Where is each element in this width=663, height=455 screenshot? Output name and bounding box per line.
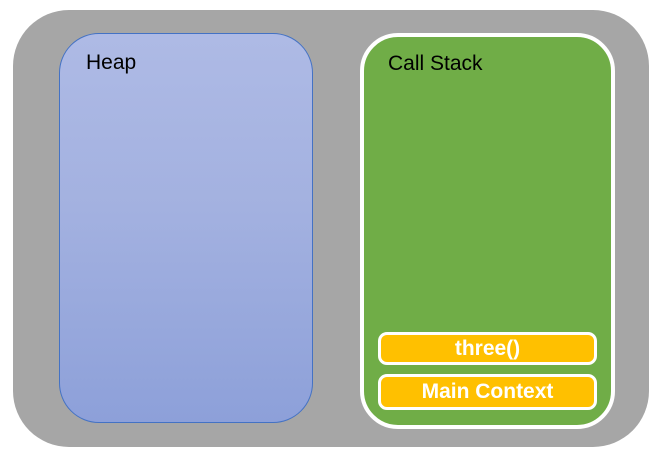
stack-frame-main-context-label: Main Context — [421, 380, 554, 403]
heap-label: Heap — [86, 51, 137, 74]
call-stack-frames: three() Main Context — [378, 332, 597, 410]
call-stack-box: Call Stack three() Main Context — [360, 33, 615, 429]
stack-frame-three: three() — [378, 332, 597, 365]
memory-container: Heap Call Stack three() Main Context — [13, 10, 649, 447]
call-stack-label: Call Stack — [388, 52, 483, 75]
heap-box: Heap — [59, 33, 313, 423]
stack-frame-three-label: three() — [454, 336, 521, 360]
stack-frame-main-context: Main Context — [378, 374, 597, 410]
